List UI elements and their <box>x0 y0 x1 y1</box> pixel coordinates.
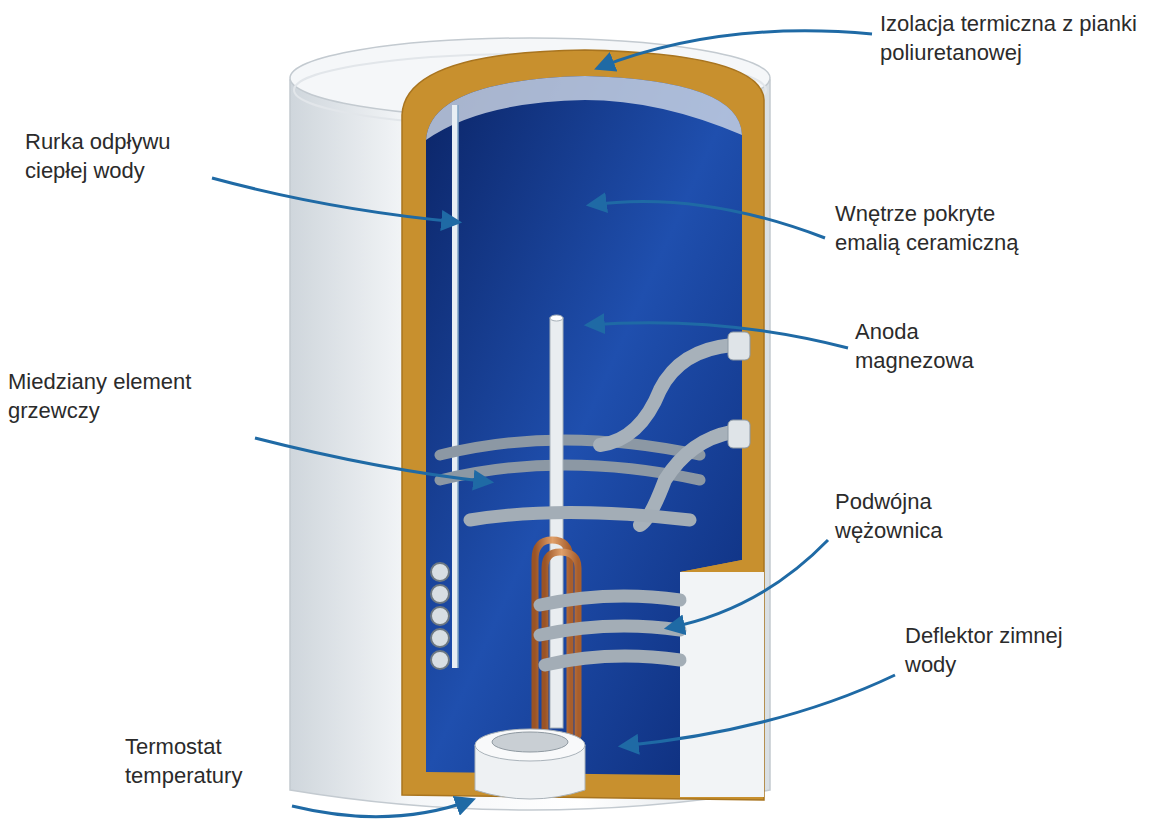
leader-arrows <box>212 31 895 817</box>
part-label: Termostat temperatury <box>125 733 265 790</box>
part-label: Wnętrze pokryte emalią ceramiczną <box>835 200 1065 257</box>
heater-body <box>290 38 770 810</box>
coil-fittings <box>728 332 750 448</box>
thermostat <box>475 729 585 799</box>
coil-inlets <box>600 345 732 525</box>
tank-interior <box>426 76 764 797</box>
hot-water-pipe <box>455 105 458 668</box>
part-label: Miedziany element grzewczy <box>8 368 248 425</box>
coil-front <box>470 513 690 666</box>
part-label: Rurka odpływu ciepłej wody <box>25 128 215 185</box>
heating-element <box>505 372 578 735</box>
part-label: Podwójna wężownica <box>835 488 975 545</box>
part-label: Izolacja termiczna z pianki poliuretanow… <box>880 10 1150 67</box>
insulation <box>402 50 764 800</box>
coil-cross-sections <box>431 563 449 669</box>
part-label: Deflektor zimnej wody <box>905 622 1065 679</box>
part-label: Anoda magnezowa <box>855 318 995 375</box>
